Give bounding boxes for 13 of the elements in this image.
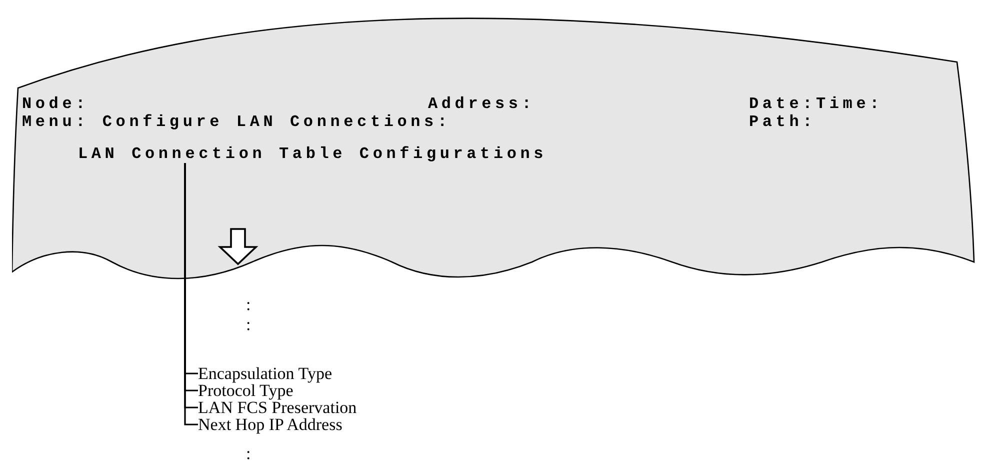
screen-text: Address: (428, 95, 536, 113)
menu-item: LAN FCS Preservation (198, 399, 357, 416)
menu-item: Encapsulation Type (198, 365, 332, 382)
screen-text: Node: (22, 95, 90, 113)
ellipsis-mark: : (246, 445, 251, 462)
ellipsis-mark: : (246, 316, 251, 333)
menu-item: Next Hop IP Address (198, 416, 342, 433)
screen-text: Path: (749, 113, 816, 131)
screen-text: Date:Time: (749, 95, 884, 113)
screen-text: Menu: Configure LAN Connections: (22, 113, 451, 131)
menu-heading: LAN Connection Table Configurations (78, 145, 548, 163)
ellipsis-mark: : (246, 296, 251, 313)
menu-item: Protocol Type (198, 382, 294, 399)
